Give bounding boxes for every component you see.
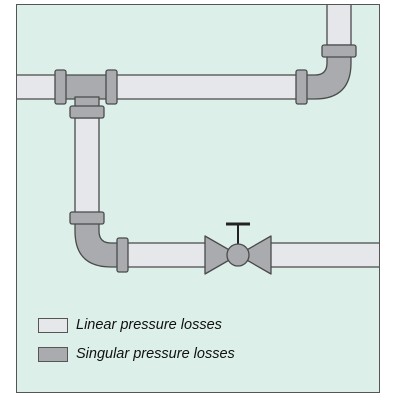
legend-label-linear: Linear pressure losses — [76, 317, 222, 333]
tee-fitting-icon — [54, 69, 118, 119]
straight-pipe-vertical — [74, 117, 100, 214]
legend-swatch-singular — [38, 346, 68, 362]
straight-pipe-bottom-right — [269, 242, 379, 268]
gate-valve-icon — [204, 222, 272, 275]
legend-item-linear: Linear pressure losses — [38, 316, 368, 334]
diagram-background — [16, 4, 380, 393]
elbow-fitting-icon — [295, 44, 357, 105]
legend-item-singular: Singular pressure losses — [38, 345, 368, 363]
elbow-fitting-icon — [69, 211, 129, 273]
legend-label-singular: Singular pressure losses — [76, 346, 235, 362]
straight-pipe-bottom-left — [126, 242, 208, 268]
straight-pipe-top-main — [115, 74, 300, 100]
legend-swatch-linear — [38, 317, 68, 333]
straight-pipe-right-vertical — [326, 5, 352, 46]
